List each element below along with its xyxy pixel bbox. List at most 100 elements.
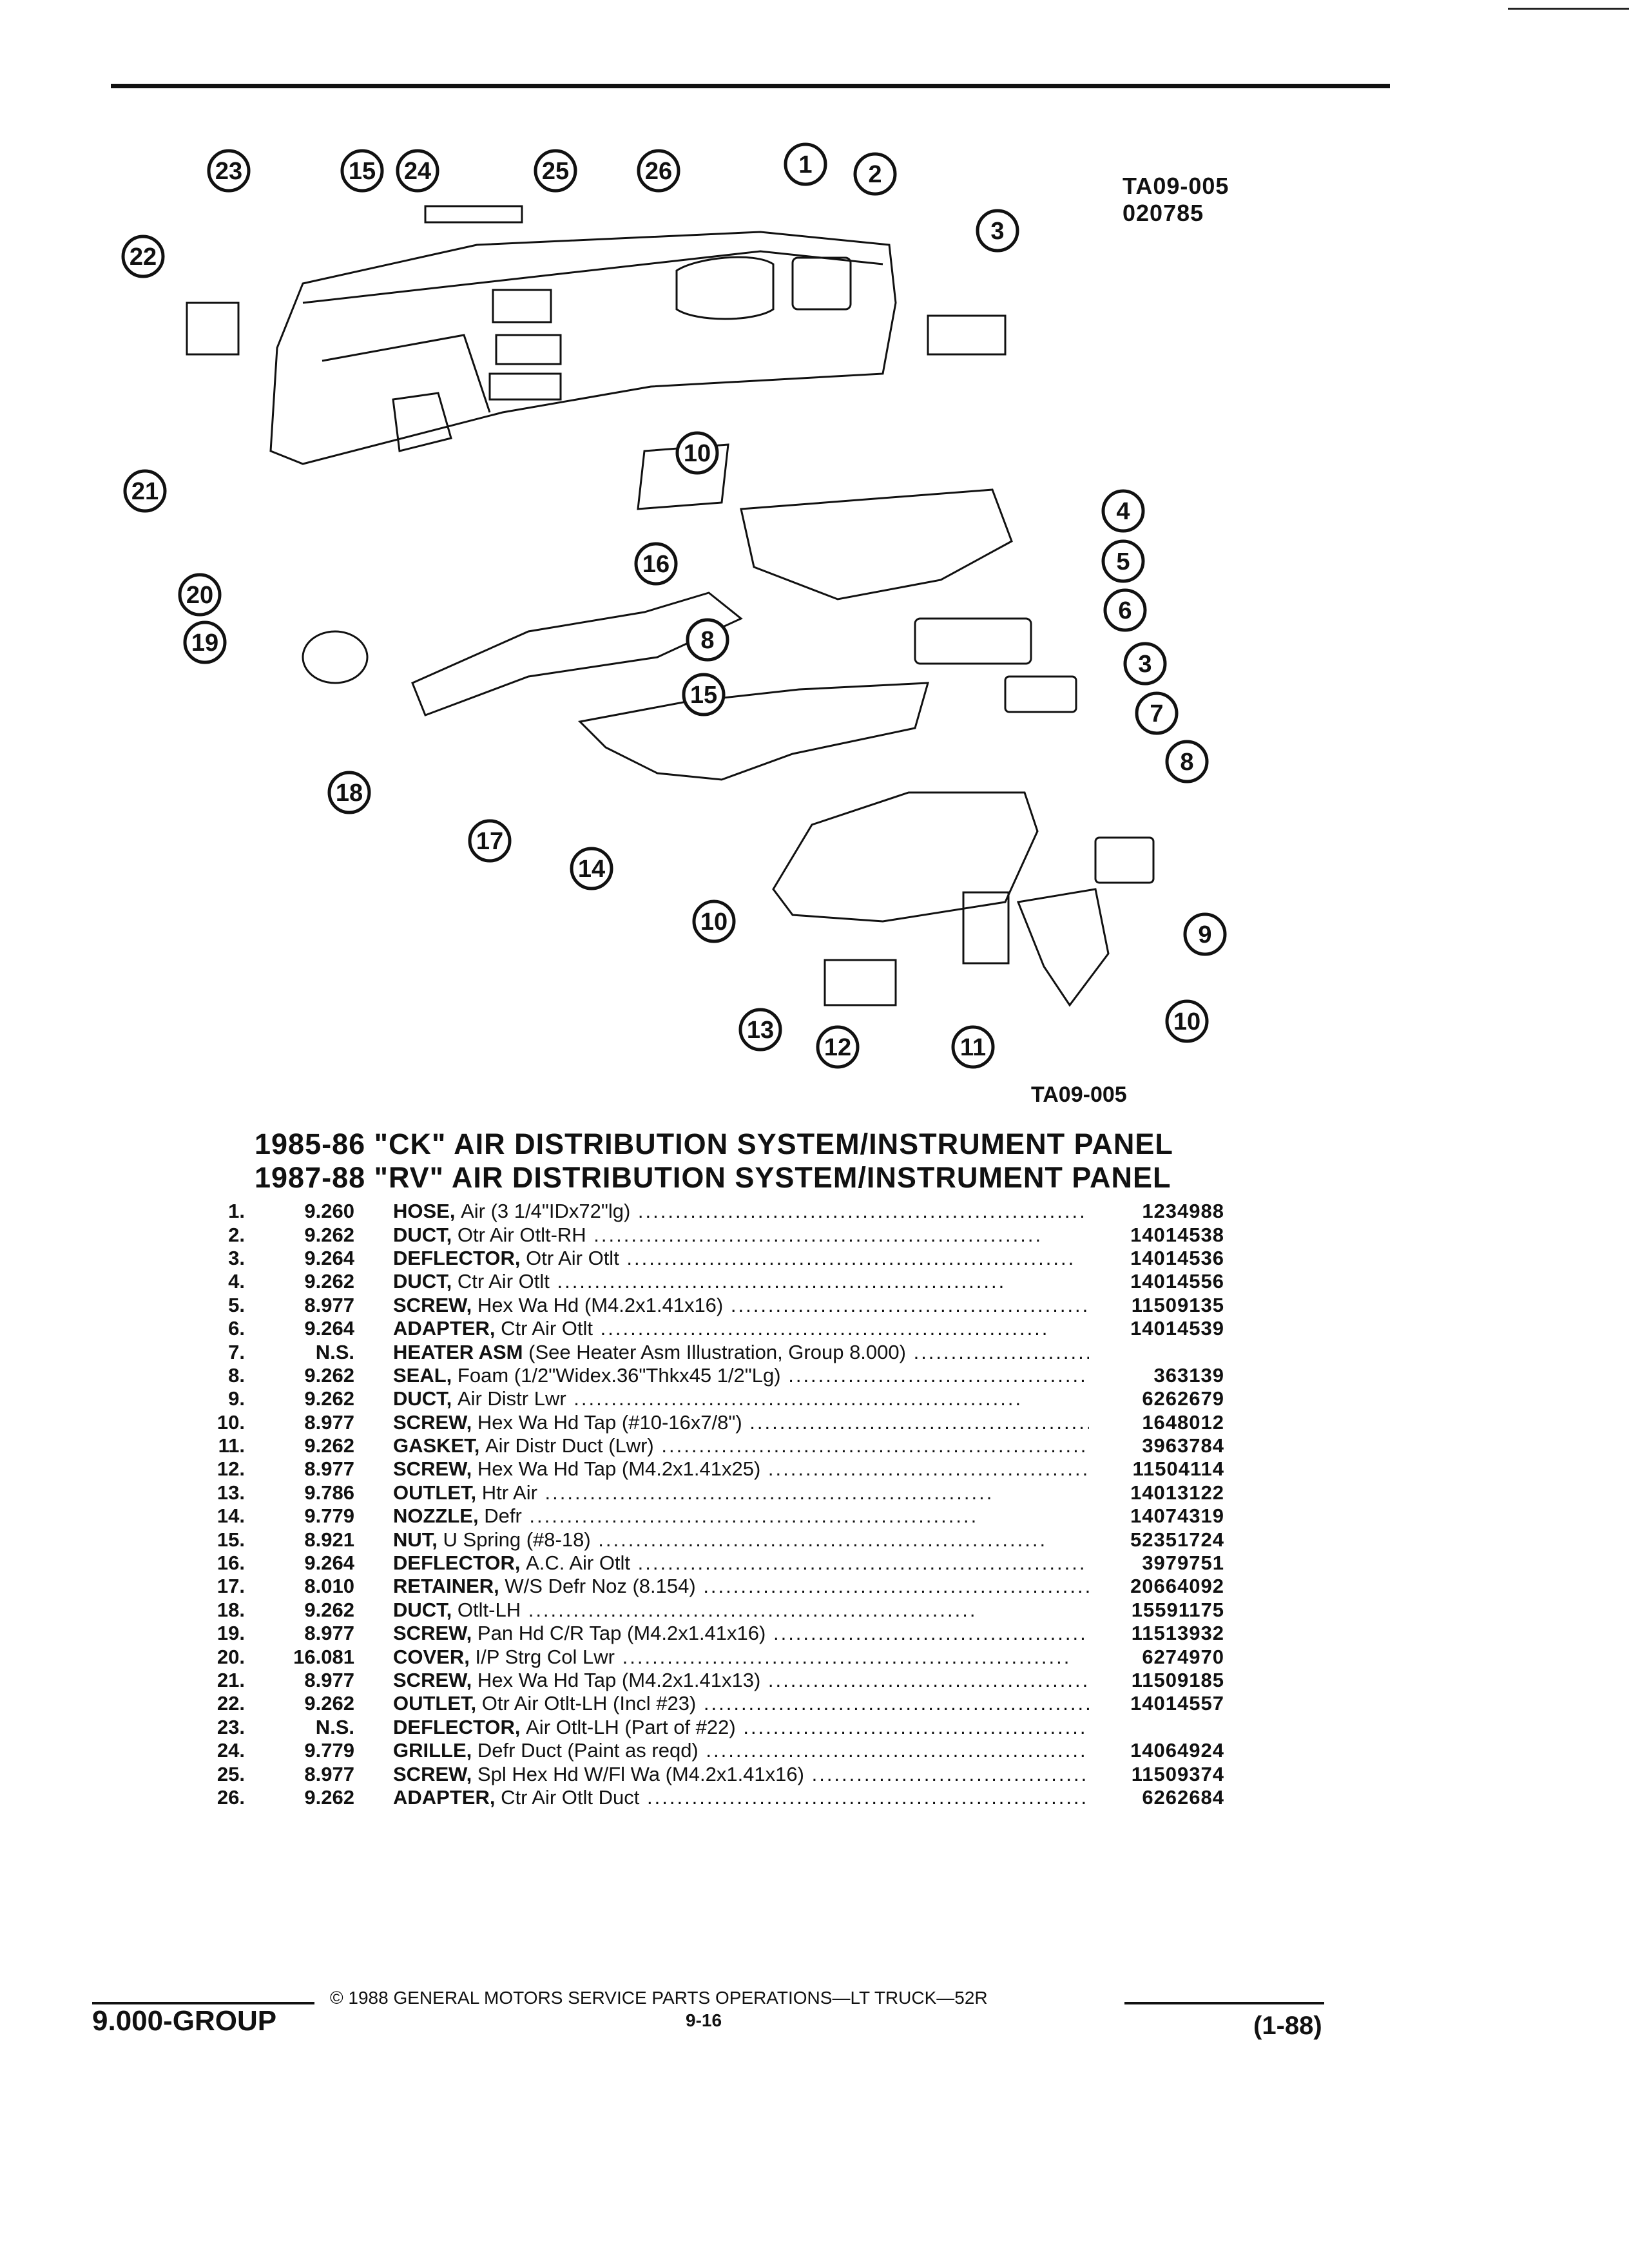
callout-circle xyxy=(853,152,897,196)
gm-part-number: 363139 xyxy=(1153,1363,1224,1387)
leader-dots: ........................................… xyxy=(630,1200,1087,1223)
drawing-date-line: 020785 xyxy=(1123,200,1204,226)
callout-circle xyxy=(468,819,512,863)
part-name: DUCT, xyxy=(393,1270,452,1293)
part-detail: Defr Duct (Paint as reqd) xyxy=(477,1739,699,1762)
callout-number: 17 xyxy=(476,828,503,855)
callout-19: 19 xyxy=(183,620,227,664)
callout-number: 8 xyxy=(700,627,714,654)
callout-circle xyxy=(976,209,1019,253)
group-number: 9.262 xyxy=(304,1692,354,1715)
part-name: DUCT, xyxy=(393,1598,452,1621)
gm-part-number: 14014556 xyxy=(1130,1270,1224,1293)
group-number: 8.977 xyxy=(304,1762,354,1785)
callout-8: 8 xyxy=(686,618,729,662)
callout-circle xyxy=(1103,588,1147,632)
callout-number: 18 xyxy=(336,780,363,807)
part-detail: Hex Wa Hd Tap (M4.2x1.41x25) xyxy=(477,1457,761,1481)
gm-part-number: 15591175 xyxy=(1131,1598,1224,1621)
callout-2: 2 xyxy=(853,152,897,196)
callout-8: 8 xyxy=(1165,740,1209,783)
leader-dots: ........................................… xyxy=(913,1340,1089,1363)
part-number: 12. xyxy=(217,1457,245,1481)
part-number: 11. xyxy=(218,1434,245,1457)
callout-circle xyxy=(637,149,680,193)
callout-number: 10 xyxy=(1173,1008,1200,1035)
part-number: 19. xyxy=(217,1622,245,1645)
group-number: 9.262 xyxy=(304,1434,354,1457)
part-number: 5. xyxy=(228,1293,245,1316)
gm-part-number: 52351724 xyxy=(1130,1528,1224,1551)
part-description: ADAPTER, Ctr Air Otlt Duct .............… xyxy=(393,1786,1089,1809)
part-name: ADAPTER, xyxy=(393,1317,496,1340)
callout-number: 8 xyxy=(1180,749,1193,776)
part-detail: Ctr Air Otlt xyxy=(501,1317,593,1340)
leader-dots: ........................................… xyxy=(773,1622,1089,1645)
part-description: DEFLECTOR, Air Otlt-LH (Part of #22) ...… xyxy=(393,1716,1089,1739)
footer-copyright: © 1988 GENERAL MOTORS SERVICE PARTS OPER… xyxy=(330,1988,988,2008)
part-number: 16. xyxy=(217,1552,245,1575)
callout-number: 9 xyxy=(1198,921,1211,948)
leader-dots: ........................................… xyxy=(811,1762,1089,1785)
callout-circle xyxy=(1123,642,1167,686)
part-detail: Hex Wa Hd Tap (M4.2x1.41x13) xyxy=(477,1669,761,1691)
callout-circle xyxy=(327,771,371,814)
gm-part-number: 14064924 xyxy=(1130,1739,1224,1762)
callout-7: 7 xyxy=(1135,691,1179,735)
gm-part-number: 14014536 xyxy=(1130,1246,1224,1269)
callout-circle xyxy=(183,620,227,664)
top-rule xyxy=(111,84,1390,88)
part-number: 7. xyxy=(228,1340,245,1363)
part-detail: Air (3 1/4"IDx72"lg) xyxy=(461,1200,631,1223)
gm-part-number: 6274970 xyxy=(1142,1645,1224,1668)
gm-part-number: 20664092 xyxy=(1130,1575,1224,1598)
part-name: SCREW, xyxy=(393,1669,472,1691)
part-name: DEFLECTOR, xyxy=(393,1552,521,1575)
part-detail: Spl Hex Hd W/Fl Wa (M4.2x1.41x16) xyxy=(477,1762,804,1785)
callout-number: 12 xyxy=(824,1034,851,1061)
part-description: NUT, U Spring (#8-18) ..................… xyxy=(393,1528,1089,1552)
callout-6: 6 xyxy=(1103,588,1147,632)
part-row: 25. 8.977 SCREW, Spl Hex Hd W/Fl Wa (M4.2x… xyxy=(193,1762,1224,1785)
part-number: 25. xyxy=(217,1762,245,1785)
part-description: GRILLE, Defr Duct (Paint as reqd) ......… xyxy=(393,1739,1089,1762)
group-number: 8.977 xyxy=(304,1410,354,1434)
part-detail: (See Heater Asm Illustration, Group 8.00… xyxy=(528,1340,906,1363)
callout-circle xyxy=(178,573,222,617)
part-detail: Defr xyxy=(484,1504,522,1528)
callout-circle xyxy=(784,142,827,186)
part-detail: W/S Defr Noz (8.154) xyxy=(505,1575,696,1598)
part-description: SCREW, Pan Hd C/R Tap (M4.2x1.41x16) ...… xyxy=(393,1622,1089,1645)
part-number: 21. xyxy=(217,1669,245,1691)
part-name: GASKET, xyxy=(393,1434,480,1457)
gm-part-number: 11513932 xyxy=(1131,1622,1224,1645)
part-description: SCREW, Spl Hex Hd W/Fl Wa (M4.2x1.41x16)… xyxy=(393,1763,1089,1786)
part-description: SCREW, Hex Wa Hd Tap (M4.2x1.41x13) ....… xyxy=(393,1669,1089,1692)
footer-rule-left xyxy=(92,2002,314,2004)
part-name: NOZZLE, xyxy=(393,1504,479,1528)
drawing-code-bottom: TA09-005 xyxy=(1031,1082,1127,1107)
group-number: 9.264 xyxy=(304,1552,354,1575)
callout-number: 22 xyxy=(130,244,157,271)
gm-part-number: 1648012 xyxy=(1142,1410,1224,1434)
part-detail: I/P Strg Col Lwr xyxy=(475,1645,615,1668)
part-description: ADAPTER, Ctr Air Otlt ..................… xyxy=(393,1317,1089,1340)
callout-circle xyxy=(634,542,678,586)
heading-line-1: 1985-86 "CK" AIR DISTRIBUTION SYSTEM/INS… xyxy=(255,1128,1173,1160)
callout-13: 13 xyxy=(738,1008,782,1052)
part-name: HEATER ASM xyxy=(393,1340,523,1363)
part-name: GRILLE, xyxy=(393,1739,472,1762)
part-name: OUTLET, xyxy=(393,1692,477,1715)
gm-part-number: 14014539 xyxy=(1130,1317,1224,1340)
gm-part-number: 14013122 xyxy=(1130,1481,1224,1504)
part-description: DEFLECTOR, A.C. Air Otlt ...............… xyxy=(393,1552,1089,1575)
callout-17: 17 xyxy=(468,819,512,863)
group-number: 8.921 xyxy=(304,1528,354,1551)
callout-circle xyxy=(692,899,736,943)
